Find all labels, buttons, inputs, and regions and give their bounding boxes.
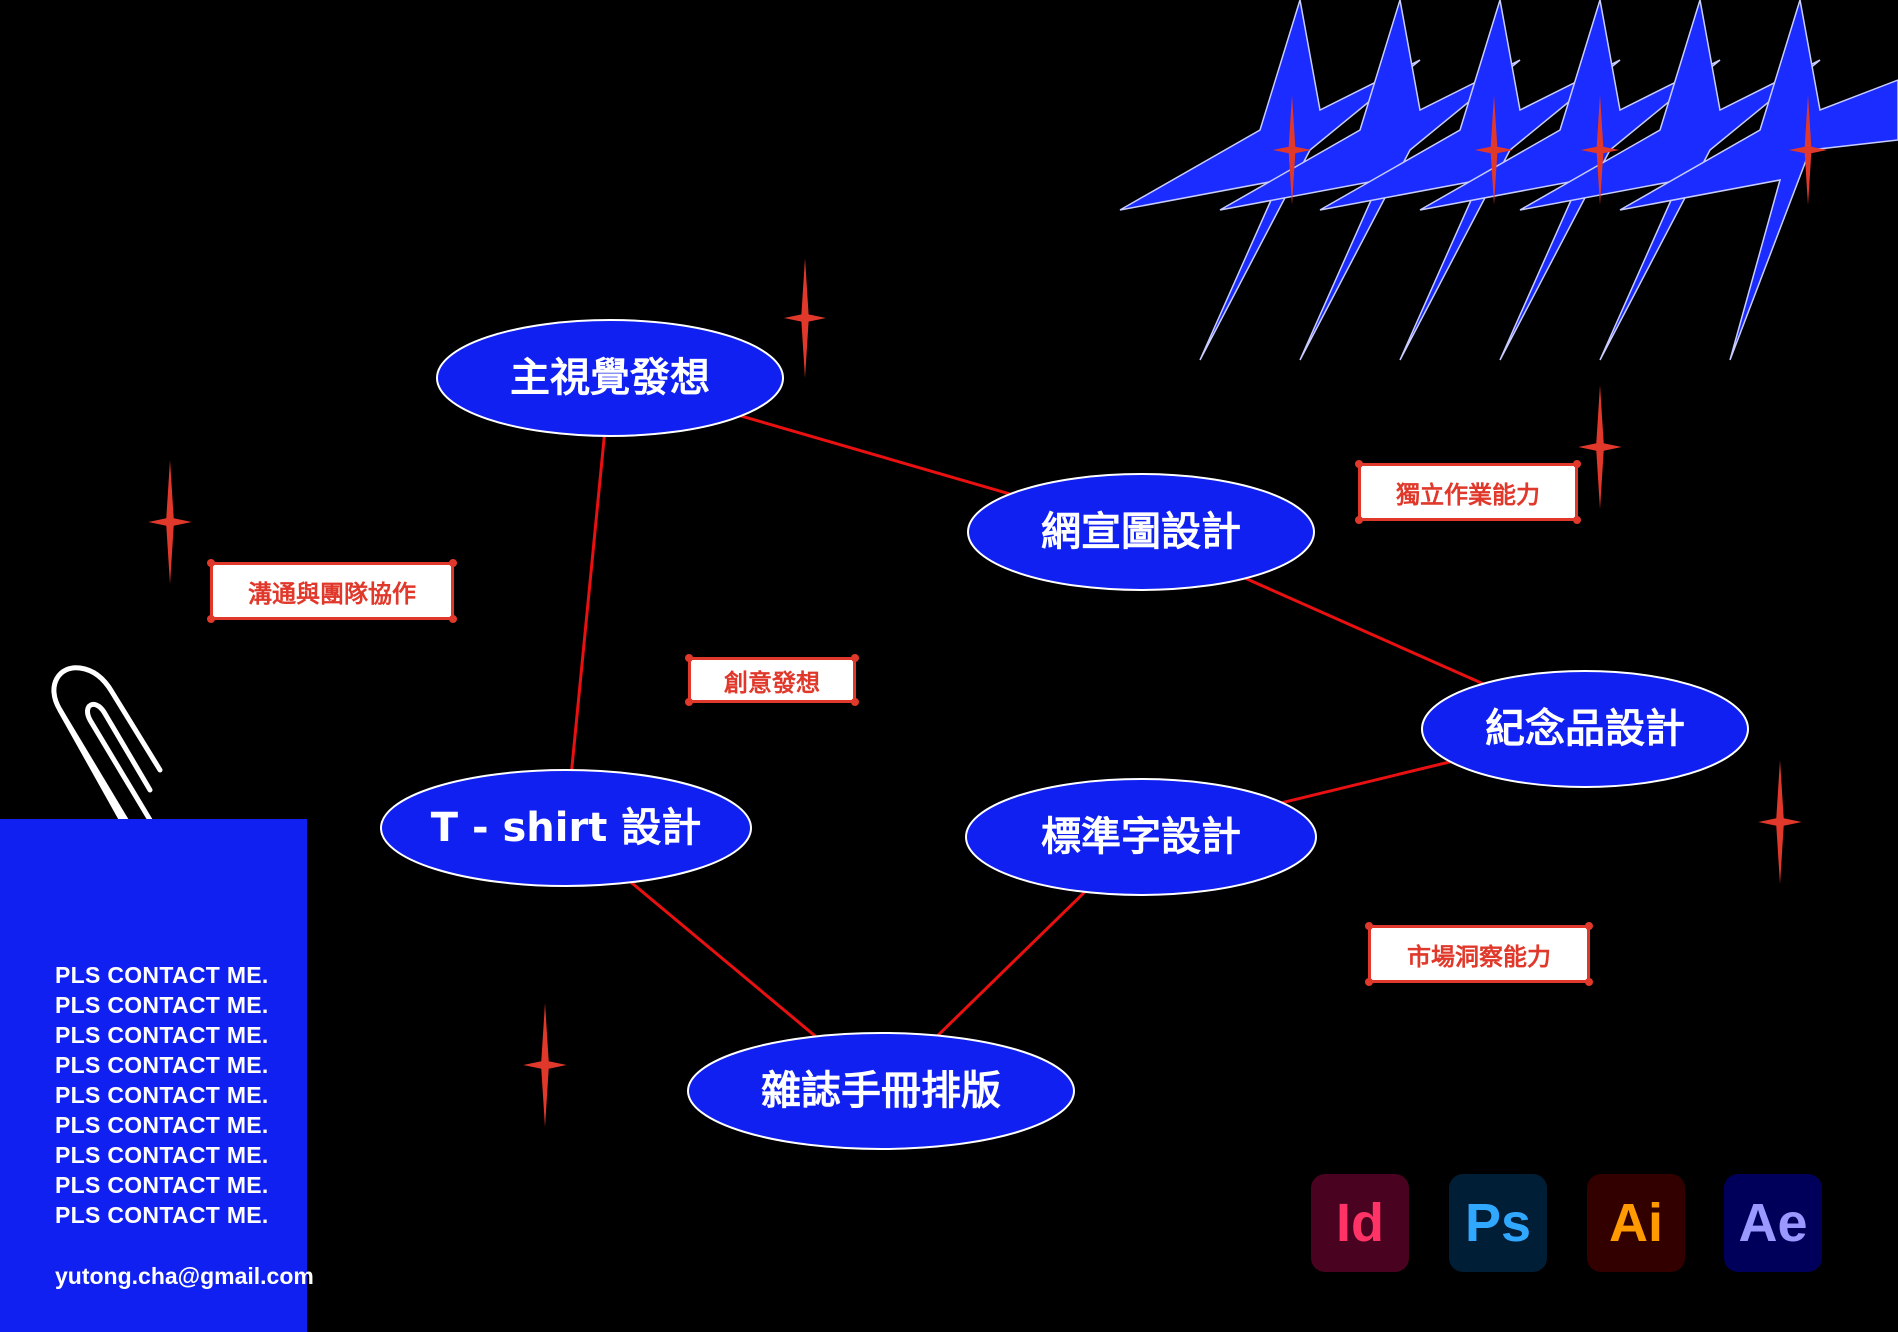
node-label: 網宣圖設計 bbox=[1041, 509, 1241, 555]
photoshop-icon: Ps bbox=[1449, 1174, 1547, 1272]
contact-line: PLS CONTACT ME. bbox=[55, 1172, 269, 1198]
node-ellipse bbox=[965, 778, 1317, 896]
tag-communication-label: 溝通與團隊協作 bbox=[248, 579, 416, 608]
indesign-icon: Id bbox=[1311, 1174, 1409, 1272]
node-n1: 主視覺發想 bbox=[436, 319, 784, 437]
diagram-edges bbox=[570, 414, 1484, 1038]
contact-line: PLS CONTACT ME. bbox=[55, 1082, 269, 1108]
contact-line: PLS CONTACT ME. bbox=[55, 1142, 269, 1168]
edge-n1-n4 bbox=[570, 435, 606, 771]
sparkle-icon bbox=[1580, 95, 1620, 205]
tag-communication: 溝通與團隊協作 bbox=[207, 559, 457, 623]
node-ellipse bbox=[687, 1032, 1075, 1150]
node-ellipse bbox=[1421, 670, 1749, 788]
node-label: 標準字設計 bbox=[1041, 814, 1241, 860]
edge-n1-n2 bbox=[740, 414, 1011, 496]
node-n6: 雜誌手冊排版 bbox=[687, 1032, 1075, 1150]
node-label: 雜誌手冊排版 bbox=[761, 1068, 1001, 1114]
sparkle-decorations bbox=[148, 95, 1828, 1127]
aftereffects-label: Ae bbox=[1738, 1193, 1808, 1253]
contact-line: PLS CONTACT ME. bbox=[55, 962, 269, 988]
node-label: 主視覺發想 bbox=[510, 355, 710, 401]
node-label: 紀念品設計 bbox=[1485, 706, 1685, 752]
contact-line: PLS CONTACT ME. bbox=[55, 1052, 269, 1078]
tag-market-label: 市場洞察能力 bbox=[1407, 942, 1551, 971]
contact-panel bbox=[0, 819, 307, 1332]
starburst-decoration bbox=[1119, 0, 1898, 361]
illustrator-label: Ai bbox=[1609, 1193, 1663, 1253]
aftereffects-icon: Ae bbox=[1724, 1174, 1822, 1272]
sparkle-icon bbox=[1788, 95, 1828, 205]
node-n3: 紀念品設計 bbox=[1421, 670, 1749, 788]
contact-line: PLS CONTACT ME. bbox=[55, 1022, 269, 1048]
indesign-label: Id bbox=[1336, 1193, 1384, 1253]
edge-n4-n6 bbox=[630, 881, 817, 1038]
node-label: T - shirt 設計 bbox=[431, 805, 702, 851]
sparkle-icon bbox=[1474, 95, 1514, 205]
node-n4: T - shirt 設計 bbox=[380, 769, 752, 887]
contact-line: PLS CONTACT ME. bbox=[55, 1202, 269, 1228]
contact-line: PLS CONTACT ME. bbox=[55, 1112, 269, 1138]
node-ellipse bbox=[967, 473, 1315, 591]
edge-n2-n3 bbox=[1244, 576, 1484, 686]
email-link[interactable]: yutong.cha@gmail.com bbox=[55, 1263, 314, 1289]
tag-creativity: 創意發想 bbox=[685, 654, 859, 706]
node-n5: 標準字設計 bbox=[965, 778, 1317, 896]
sparkle-icon bbox=[148, 460, 192, 584]
tag-independent-label: 獨立作業能力 bbox=[1396, 480, 1540, 509]
node-ellipse bbox=[436, 319, 784, 437]
node-ellipse bbox=[380, 769, 752, 887]
edge-n3-n5 bbox=[1281, 760, 1451, 805]
node-n2: 網宣圖設計 bbox=[967, 473, 1315, 591]
tag-creativity-label: 創意發想 bbox=[724, 668, 820, 697]
sparkle-icon bbox=[1272, 95, 1312, 205]
illustrator-icon: Ai bbox=[1587, 1174, 1685, 1272]
sparkle-icon bbox=[1578, 385, 1622, 509]
tag-market: 市場洞察能力 bbox=[1365, 922, 1593, 986]
sparkle-icon bbox=[784, 258, 826, 378]
sparkle-icon bbox=[1758, 760, 1802, 884]
edge-n5-n6 bbox=[936, 890, 1086, 1037]
contact-line: PLS CONTACT ME. bbox=[55, 992, 269, 1018]
tag-independent: 獨立作業能力 bbox=[1355, 460, 1581, 524]
sparkle-icon bbox=[523, 1003, 567, 1127]
photoshop-label: Ps bbox=[1464, 1193, 1532, 1253]
